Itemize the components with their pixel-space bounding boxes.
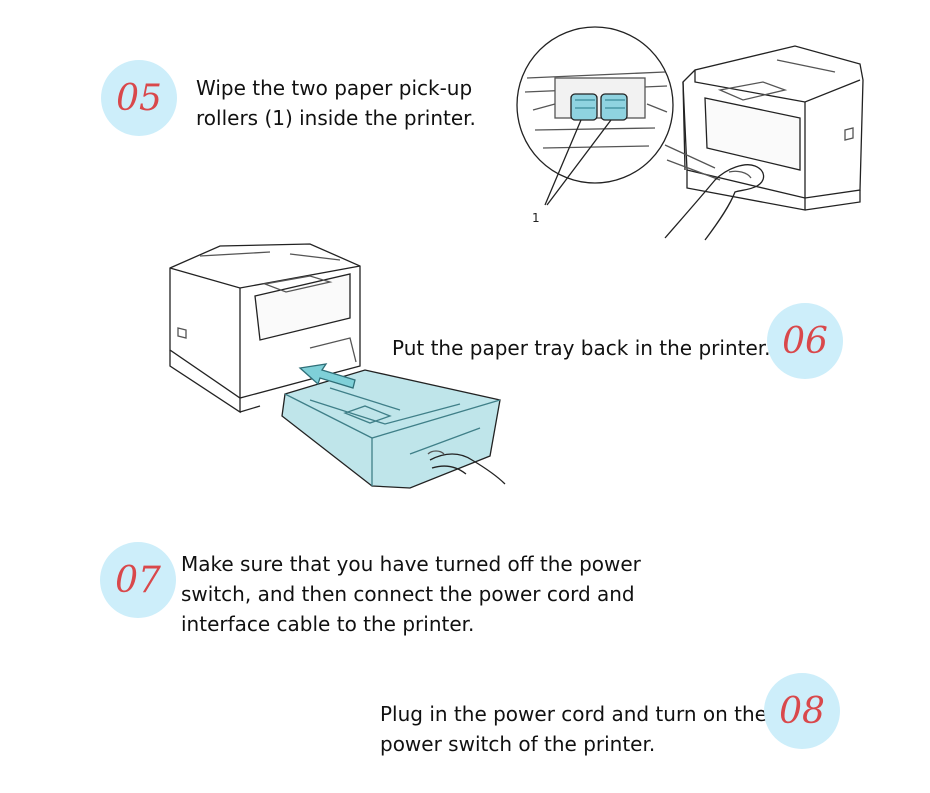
step-05-line-1: Wipe the two paper pick-up — [196, 76, 473, 100]
hand-outline — [664, 164, 765, 241]
hand-outline — [429, 453, 506, 485]
pickup-roller-right — [600, 93, 628, 121]
step-06-number: 06 — [782, 320, 828, 362]
callout-leader — [544, 119, 612, 206]
tray-insertion-illustration — [169, 243, 506, 489]
roller-cleaning-illustration: 1 — [516, 26, 864, 241]
pickup-roller-left — [570, 93, 598, 121]
paper-tray — [281, 369, 501, 489]
insertion-arrow — [298, 363, 356, 389]
step-08-text: Plug in the power cord and turn on the p… — [380, 699, 767, 759]
step-05-line-2: rollers (1) inside the printer. — [196, 106, 476, 130]
step-06-text: Put the paper tray back in the printer. — [392, 333, 771, 363]
step-07-text: Make sure that you have turned off the p… — [181, 549, 641, 639]
roller-callout-label: 1 — [532, 211, 540, 225]
step-07-line-1: Make sure that you have turned off the p… — [181, 552, 641, 576]
step-05-number: 05 — [116, 77, 162, 119]
step-05-badge: 05 — [101, 60, 177, 136]
step-08-number: 08 — [779, 690, 825, 732]
step-07-number: 07 — [115, 559, 161, 601]
step-06-badge: 06 — [767, 303, 843, 379]
step-08-line-2: power switch of the printer. — [380, 732, 656, 756]
step-08-badge: 08 — [764, 673, 840, 749]
step-08-line-1: Plug in the power cord and turn on the — [380, 702, 767, 726]
step-07-line-3: interface cable to the printer. — [181, 612, 475, 636]
step-07-badge: 07 — [100, 542, 176, 618]
step-05-text: Wipe the two paper pick-up rollers (1) i… — [196, 73, 476, 133]
step-06-line-1: Put the paper tray back in the printer. — [392, 336, 771, 360]
step-07-line-2: switch, and then connect the power cord … — [181, 582, 635, 606]
